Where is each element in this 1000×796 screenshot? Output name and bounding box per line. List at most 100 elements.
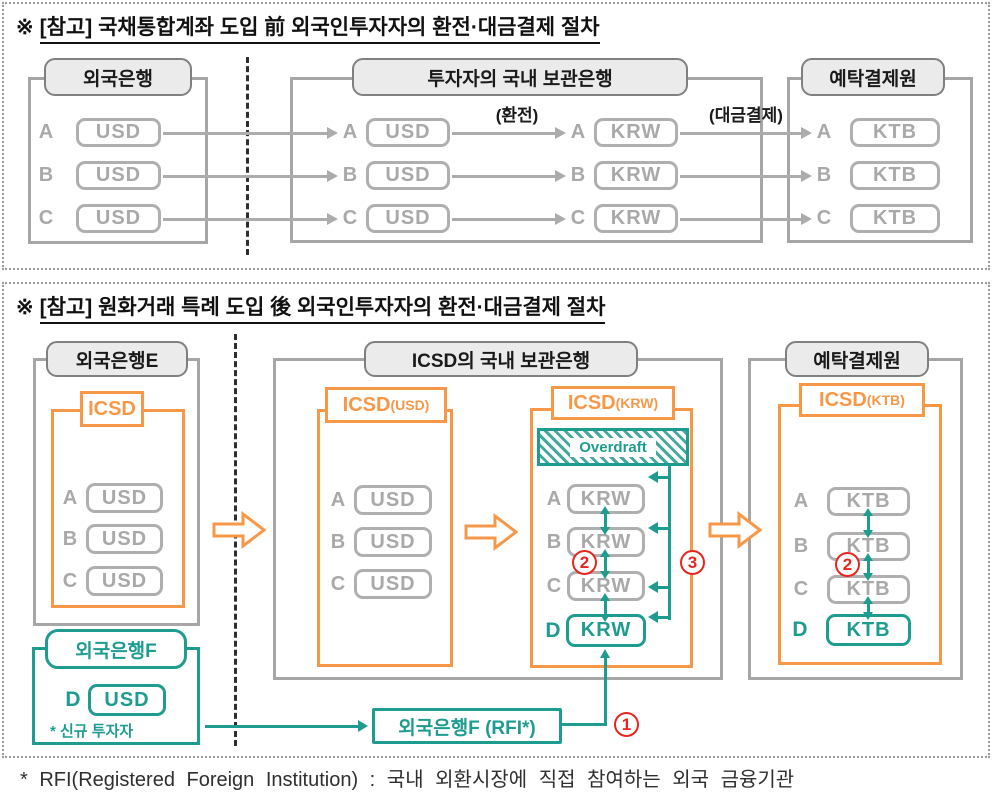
icsd-usd-tag: ICSD(USD) (325, 387, 447, 423)
account-box: USD (76, 161, 161, 190)
icsd-tag: ICSD (80, 391, 144, 427)
ksd-header: 예탁결제원 (801, 58, 945, 96)
account-box: USD (354, 569, 432, 599)
exchange-label: (환전) (495, 106, 539, 125)
account-box: KTB (850, 204, 940, 233)
account-box: USD (76, 118, 161, 147)
account-letter: B (62, 527, 78, 550)
reference-mark: ※ (16, 296, 34, 319)
panel-before-title: ※[참고] 국채통합계좌 도입 前 외국인투자자의 환전·대금결제 절차 (16, 11, 600, 44)
icsd-tag-label: ICSD (819, 388, 867, 411)
account-letter: A (342, 121, 358, 143)
icsd-tag-label: ICSD (567, 391, 616, 414)
account-box: KTB (850, 118, 940, 147)
transfer-arrow (862, 508, 874, 538)
rfi-connector-line (562, 723, 607, 726)
account-letter: C (62, 569, 78, 592)
account-box: KRW (594, 204, 678, 233)
account-box: USD (354, 527, 432, 557)
transfer-arrow (862, 553, 874, 581)
settlement-label: (대금결제) (709, 106, 783, 125)
account-letter: C (342, 207, 358, 229)
panel-after (2, 282, 990, 758)
transfer-arrow (599, 506, 611, 535)
transfer-arrow (599, 593, 611, 622)
account-letter: A (816, 121, 832, 143)
step-2-badge: 2 (835, 552, 860, 577)
account-box: KTB (850, 161, 940, 190)
account-letter: A (330, 488, 346, 511)
account-letter: B (330, 530, 346, 553)
foreign-bank-f-header: 외국은행F (45, 629, 187, 669)
overdraft-line (668, 464, 671, 620)
icsd-tag-sub: (KTB) (866, 392, 905, 408)
account-letter: D (792, 618, 808, 641)
account-letter: C (816, 207, 832, 229)
transfer-arrow (862, 596, 874, 620)
new-investor-note: * 신규 투자자 (50, 723, 134, 740)
overdraft-arrow (648, 581, 670, 593)
step-3-badge: 3 (680, 550, 705, 575)
dashed-divider (234, 334, 237, 746)
account-letter: B (38, 164, 54, 186)
account-letter: A (570, 121, 586, 143)
icsd-tag-sub: (USD) (390, 397, 430, 413)
block-arrow-icon (464, 512, 518, 552)
account-letter: C (546, 574, 562, 597)
flow-arrow (680, 127, 812, 140)
footnote: * RFI(Registered Foreign Institution) : … (20, 769, 795, 791)
foreign-bank-header: 외국은행 (44, 58, 192, 96)
rfi-up-arrow (599, 649, 611, 726)
flow-arrow (163, 127, 338, 140)
overdraft-arrow (648, 611, 670, 623)
block-arrow-icon (708, 510, 762, 550)
account-letter: D (65, 688, 81, 711)
icsd-custodian-header: ICSD의 국내 보관은행 (364, 341, 638, 377)
account-box: USD (76, 204, 161, 233)
account-letter: A (62, 486, 78, 509)
account-letter: C (38, 207, 54, 229)
account-letter: C (793, 578, 809, 600)
flow-arrow (452, 170, 566, 183)
panel-after-title-text: [참고] 원화거래 특례 도입 後 외국인투자자의 환전·대금결제 절차 (39, 296, 606, 324)
account-letter: B (816, 164, 832, 186)
foreign-bank-e-header: 외국은행E (46, 341, 188, 377)
account-box: USD (86, 524, 163, 554)
block-arrow-icon (212, 510, 266, 550)
rfi-box: 외국은행F (RFI*) (372, 708, 562, 744)
flow-arrow (680, 213, 812, 226)
account-letter: A (546, 487, 562, 510)
account-letter: D (545, 618, 561, 642)
icsd-tag-sub: (KRW) (615, 395, 659, 411)
rfi-route-arrow (205, 719, 368, 733)
account-box: USD (354, 485, 432, 515)
ksd-after-header: 예탁결제원 (785, 341, 929, 377)
icsd-ktb-tag: ICSD(KTB) (799, 383, 925, 417)
step-1-badge: 1 (614, 712, 639, 737)
account-letter: C (330, 572, 346, 595)
transfer-arrow (599, 549, 611, 579)
panel-before (2, 2, 990, 270)
account-letter: A (793, 490, 809, 512)
account-box: USD (86, 483, 163, 513)
flow-arrow (452, 127, 566, 140)
overdraft-box: Overdraft (537, 428, 689, 466)
panel-before-title-text: [참고] 국채통합계좌 도입 前 외국인투자자의 환전·대금결제 절차 (39, 16, 600, 44)
account-letter: B (342, 164, 358, 186)
overdraft-arrow (648, 471, 670, 483)
icsd-tag-label: ICSD (88, 397, 136, 420)
account-box: USD (366, 161, 450, 190)
reference-mark: ※ (16, 16, 34, 39)
flow-arrow (163, 170, 338, 183)
account-box: USD (366, 118, 450, 147)
custodian-bank-header: 투자자의 국내 보관은행 (352, 58, 688, 96)
icsd-tag-label: ICSD (342, 393, 391, 416)
flow-arrow (680, 170, 812, 183)
flow-arrow (163, 213, 338, 226)
overdraft-arrow (648, 522, 670, 534)
account-letter: C (570, 207, 586, 229)
account-letter: B (570, 164, 586, 186)
dashed-divider (246, 57, 249, 255)
overdraft-label: Overdraft (570, 437, 656, 457)
account-box: USD (366, 204, 450, 233)
